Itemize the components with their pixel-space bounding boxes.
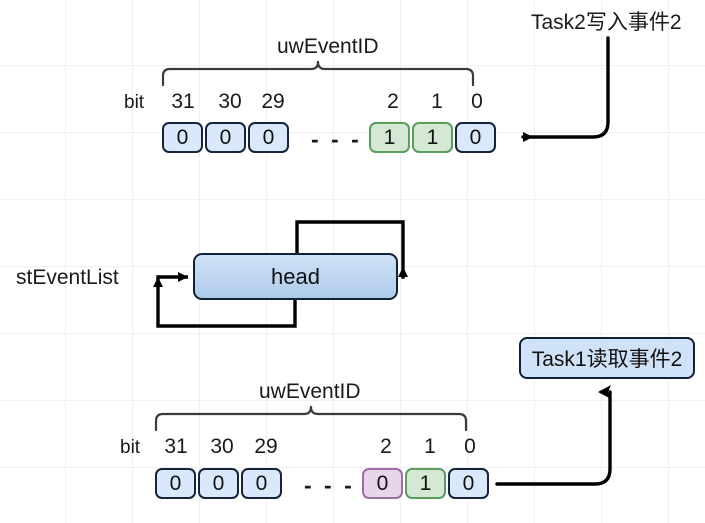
- struct-label-steventlist: stEventList: [16, 266, 119, 289]
- top-bit-cell-29[interactable]: 0: [248, 122, 289, 153]
- arrow-task2-write: [521, 36, 610, 142]
- loop-next-pointer: [295, 220, 408, 279]
- bottom-bit-cell-31[interactable]: 0: [155, 468, 196, 499]
- bottom-bit-cell-30[interactable]: 0: [198, 468, 239, 499]
- top-bit-cell-30[interactable]: 0: [205, 122, 246, 153]
- bottom-bit-index-1: 1: [424, 435, 436, 458]
- bottom-bit-index-2: 2: [380, 435, 392, 458]
- loop-prev-pointer: [153, 275, 297, 328]
- bottom-bit-index-30: 30: [210, 435, 234, 458]
- bottom-bit-index-0: 0: [464, 435, 476, 458]
- brace-bottom: [154, 405, 468, 432]
- top-bit-index-2: 2: [387, 90, 399, 113]
- bottom-bit-index-31: 31: [164, 435, 188, 458]
- top-ellipsis: - - -: [311, 126, 362, 152]
- annotation-box-task1-read[interactable]: Task1读取事件2: [519, 337, 695, 379]
- top-bit-label: bit: [124, 92, 145, 113]
- bottom-ellipsis: - - -: [304, 472, 355, 498]
- bottom-bit-cell-1[interactable]: 1: [405, 468, 446, 499]
- top-bit-cell-0[interactable]: 0: [455, 122, 496, 153]
- top-bit-index-1: 1: [431, 90, 443, 113]
- arrow-task1-read: [495, 385, 612, 486]
- bottom-bit-cell-2[interactable]: 0: [362, 468, 403, 499]
- bottom-bit-index-29: 29: [254, 435, 278, 458]
- top-bit-index-31: 31: [171, 90, 195, 113]
- bottom-bit-label: bit: [120, 437, 141, 458]
- bottom-bit-cell-29[interactable]: 0: [241, 468, 282, 499]
- top-bit-index-29: 29: [261, 90, 285, 113]
- top-bit-index-0: 0: [471, 90, 483, 113]
- top-field-label: uwEventID: [277, 35, 379, 58]
- bottom-field-label: uwEventID: [259, 380, 361, 403]
- annotation-task1-read-label: Task1读取事件2: [531, 348, 683, 371]
- list-node-head-label: head: [271, 263, 320, 289]
- bottom-bit-cell-0[interactable]: 0: [448, 468, 489, 499]
- top-bit-cell-1[interactable]: 1: [412, 122, 453, 153]
- annotation-task2-write: Task2写入事件2: [531, 11, 682, 34]
- list-node-head[interactable]: head: [193, 253, 398, 300]
- top-bit-cell-31[interactable]: 0: [162, 122, 203, 153]
- brace-top: [161, 60, 475, 87]
- top-bit-index-30: 30: [218, 90, 242, 113]
- top-bit-cell-2[interactable]: 1: [369, 122, 410, 153]
